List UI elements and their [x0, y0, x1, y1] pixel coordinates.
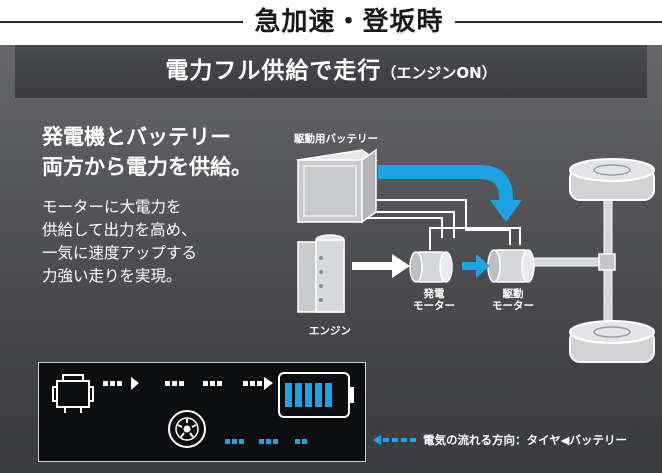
- front-wheel: [569, 158, 655, 201]
- rear-wheel: [569, 320, 655, 363]
- battery-icon: [278, 372, 354, 418]
- description: モーターに大電力を 供給して出力を高め、 一気に速度アップする 力強い走りを実現…: [42, 196, 272, 288]
- section-title: 電力フル供給で走行（エンジンON）: [15, 45, 647, 98]
- energy-monitor-display: [38, 362, 366, 462]
- headline: 発電機とバッテリー 両方から電力を供給。: [42, 122, 302, 182]
- page-title: 急加速・登坂時: [254, 7, 444, 37]
- drive-battery: [296, 148, 378, 224]
- header-rule-right: [455, 21, 662, 23]
- battery-to-motor-arrow: [378, 165, 522, 222]
- electric-flow-dashes: [225, 439, 307, 444]
- engine: [297, 234, 345, 313]
- drive-motor: [487, 249, 535, 283]
- header-band: 急加速・登坂時: [0, 0, 662, 45]
- engine-icon: [52, 374, 94, 413]
- section-title-main: 電力フル供給で走行: [165, 58, 382, 84]
- generator-to-motor-arrow: [462, 254, 490, 278]
- flow-legend: 電気の流れる方向：タイヤ◀バッテリー: [373, 432, 658, 448]
- energy-monitor-graphic: [52, 372, 354, 448]
- tire-icon: [168, 410, 206, 448]
- generator-motor: [409, 251, 453, 283]
- section-title-sub: （エンジンON）: [381, 64, 497, 82]
- engine-label: エンジン: [309, 325, 351, 337]
- battery-label: 駆動用バッテリー: [294, 133, 378, 145]
- generator-label-line-2: モーター: [413, 300, 455, 312]
- legend-arrow-icon: [373, 435, 416, 445]
- generator-label: 発電 モーター: [410, 288, 458, 312]
- description-line-1: モーターに大電力を: [42, 198, 182, 216]
- engine-flow-dashes: [103, 377, 273, 390]
- description-line-2: 供給して出力を高め、: [42, 221, 197, 239]
- generator-label-line-1: 発電: [423, 288, 445, 300]
- engine-to-generator-arrow: [352, 254, 410, 278]
- header-rule-left: [0, 21, 243, 23]
- drive-axle: [531, 189, 616, 331]
- drive-motor-label: 駆動 モーター: [488, 288, 538, 312]
- description-line-3: 一気に速度アップする: [42, 244, 198, 262]
- drive-motor-label-line-1: 駆動: [502, 288, 524, 300]
- legend-text: 電気の流れる方向：タイヤ◀バッテリー: [423, 433, 627, 447]
- section-band: 電力フル供給で走行（エンジンON）: [15, 45, 647, 98]
- description-line-4: 力強い走りを実現。: [42, 267, 182, 285]
- drive-motor-label-line-2: モーター: [492, 300, 534, 312]
- headline-line-2: 両方から電力を供給。: [42, 155, 252, 179]
- headline-line-1: 発電機とバッテリー: [42, 125, 231, 149]
